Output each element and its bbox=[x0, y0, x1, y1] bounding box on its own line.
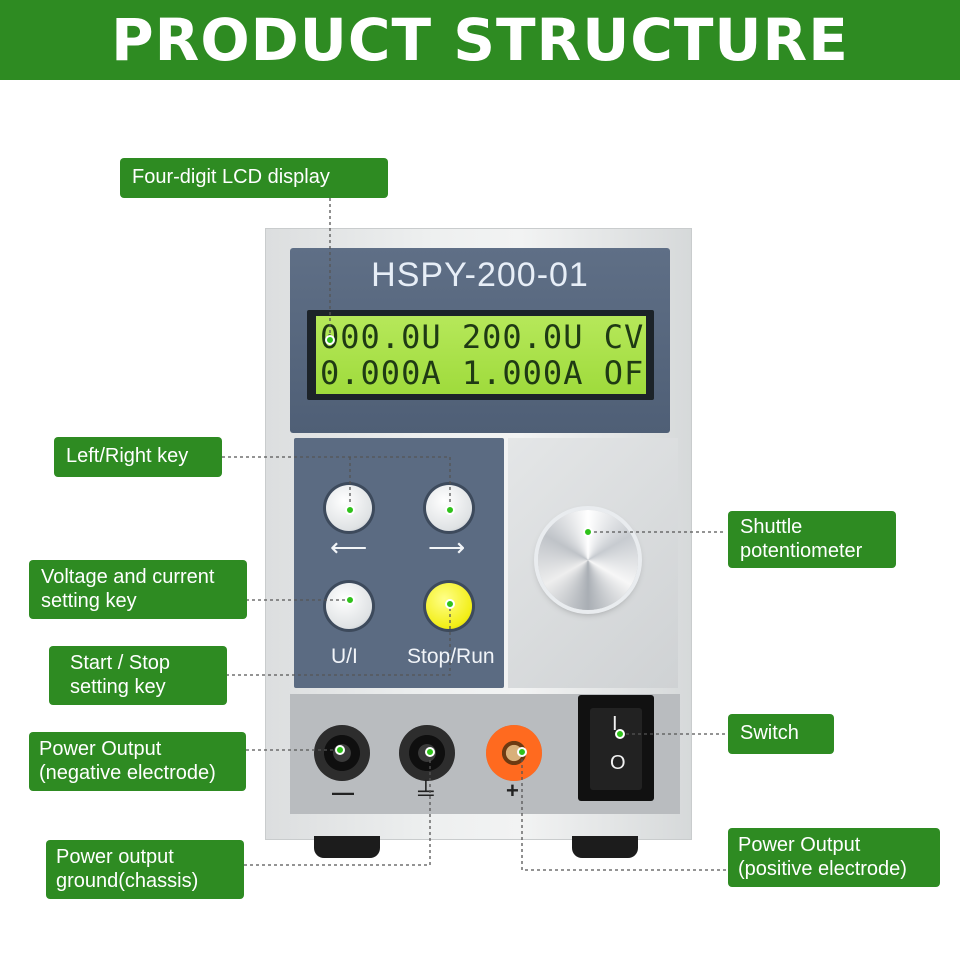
lcd-line-1: 000.0U 200.0U CV bbox=[320, 318, 645, 356]
right-arrow-icon: ⟶ bbox=[428, 532, 466, 562]
leader-positive bbox=[521, 752, 726, 871]
callout-start-stop: Start / Stop setting key bbox=[49, 646, 227, 705]
switch-marker-dot bbox=[615, 729, 625, 739]
negative-symbol: — bbox=[332, 780, 354, 805]
lcd-display bbox=[316, 316, 646, 394]
callout-left-right-text: Left/Right key bbox=[66, 445, 189, 467]
callout-voltage-current-line2: setting key bbox=[41, 590, 137, 612]
shuttle-potentiometer-knob[interactable] bbox=[538, 510, 638, 610]
callout-power-ground-line1: Power output bbox=[56, 846, 174, 868]
ground-marker-dot bbox=[425, 747, 435, 757]
lcd-marker-dot bbox=[325, 335, 335, 345]
left-key-marker-dot bbox=[345, 505, 355, 515]
ui-key-label: U/I bbox=[331, 645, 358, 668]
callout-start-stop-line2: setting key bbox=[70, 676, 166, 698]
title-banner: PRODUCT STRUCTURE bbox=[0, 0, 960, 80]
banner-title: PRODUCT STRUCTURE bbox=[111, 6, 849, 74]
callout-switch: Switch bbox=[728, 714, 834, 754]
right-foot bbox=[572, 836, 638, 858]
ui-key-button[interactable] bbox=[326, 583, 372, 629]
callout-voltage-current-line1: Voltage and current bbox=[41, 566, 215, 588]
callout-shuttle-line2: potentiometer bbox=[740, 540, 863, 562]
lcd-line-2: 0.000A 1.000A OF bbox=[320, 354, 645, 392]
stop-run-marker-dot bbox=[445, 599, 455, 609]
callout-power-negative: Power Output (negative electrode) bbox=[29, 732, 246, 791]
switch-on-mark: I bbox=[612, 713, 618, 735]
callout-power-positive: Power Output (positive electrode) bbox=[728, 828, 940, 887]
positive-marker-dot bbox=[517, 747, 527, 757]
callout-lcd: Four-digit LCD display bbox=[120, 158, 388, 198]
positive-symbol: + bbox=[506, 778, 519, 803]
stop-run-key-label: Stop/Run bbox=[407, 645, 495, 668]
leader-ground bbox=[244, 752, 431, 866]
model-label: HSPY-200-01 bbox=[371, 256, 589, 294]
knob-marker-dot bbox=[583, 527, 593, 537]
positive-terminal bbox=[486, 725, 542, 781]
leader-left-right bbox=[222, 456, 451, 510]
callout-voltage-current: Voltage and current setting key bbox=[29, 560, 247, 619]
callout-shuttle: Shuttle potentiometer bbox=[728, 511, 896, 568]
callout-left-right: Left/Right key bbox=[54, 437, 222, 477]
callout-lcd-text: Four-digit LCD display bbox=[132, 166, 330, 188]
callout-power-positive-line2: (positive electrode) bbox=[738, 858, 907, 880]
callout-power-ground-line2: ground(chassis) bbox=[56, 870, 199, 892]
right-key-marker-dot bbox=[445, 505, 455, 515]
callout-start-stop-line1: Start / Stop bbox=[70, 652, 171, 674]
negative-marker-dot bbox=[335, 745, 345, 755]
callout-power-ground: Power output ground(chassis) bbox=[46, 840, 244, 899]
ui-key-marker-dot bbox=[345, 595, 355, 605]
left-foot bbox=[314, 836, 380, 858]
callout-shuttle-line1: Shuttle bbox=[740, 516, 803, 538]
left-arrow-icon: ⟵ bbox=[330, 532, 368, 562]
switch-off-mark: O bbox=[610, 752, 626, 774]
callout-power-negative-line2: (negative electrode) bbox=[39, 762, 216, 784]
key-panel bbox=[294, 438, 504, 688]
leader-start-stop bbox=[226, 604, 451, 676]
switch-rocker bbox=[590, 708, 642, 790]
callout-power-positive-line1: Power Output bbox=[738, 834, 861, 856]
callout-switch-text: Switch bbox=[740, 722, 799, 744]
callout-power-negative-line1: Power Output bbox=[39, 738, 162, 760]
